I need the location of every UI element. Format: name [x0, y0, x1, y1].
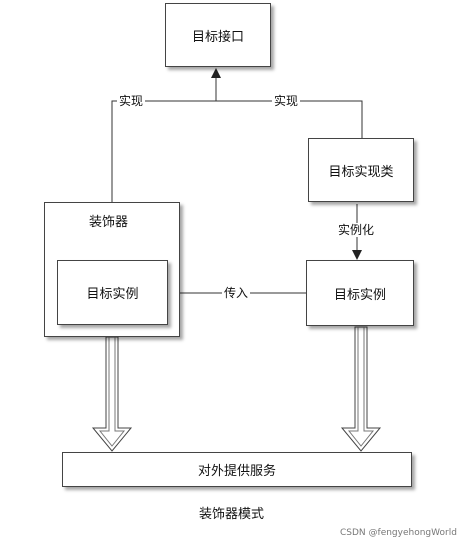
decorator-inner-instance-box: 目标实例 — [57, 260, 168, 325]
flow-arrow-decorator — [91, 336, 133, 452]
target-impl-class-label: 目标实现类 — [328, 164, 394, 180]
label-implements-left: 实现 — [117, 94, 146, 108]
edge-decorator-implements — [111, 100, 216, 202]
decorator-label: 装饰器 — [89, 215, 129, 230]
target-instance-label: 目标实例 — [333, 287, 386, 303]
flow-arrow-target — [340, 326, 382, 452]
edge-implclass-implements — [216, 100, 363, 138]
label-pass-in: 传入 — [222, 286, 251, 300]
flow-arrow-target-inner — [347, 327, 375, 447]
target-impl-class-box: 目标实现类 — [308, 138, 414, 202]
label-instantiate: 实例化 — [336, 223, 377, 237]
external-service-label: 对外提供服务 — [197, 464, 276, 479]
diagram-caption: 装饰器模式 — [199, 507, 265, 522]
external-service-box: 对外提供服务 — [62, 452, 412, 487]
target-instance-box: 目标实例 — [306, 260, 414, 326]
target-interface-label: 目标接口 — [191, 29, 244, 45]
target-interface-box: 目标接口 — [165, 3, 271, 67]
watermark: CSDN @fengyehongWorld — [340, 528, 457, 538]
flow-arrow-decorator-inner — [98, 337, 126, 447]
label-implements-right: 实现 — [272, 94, 301, 108]
decorator-inner-instance-label: 目标实例 — [86, 287, 139, 302]
